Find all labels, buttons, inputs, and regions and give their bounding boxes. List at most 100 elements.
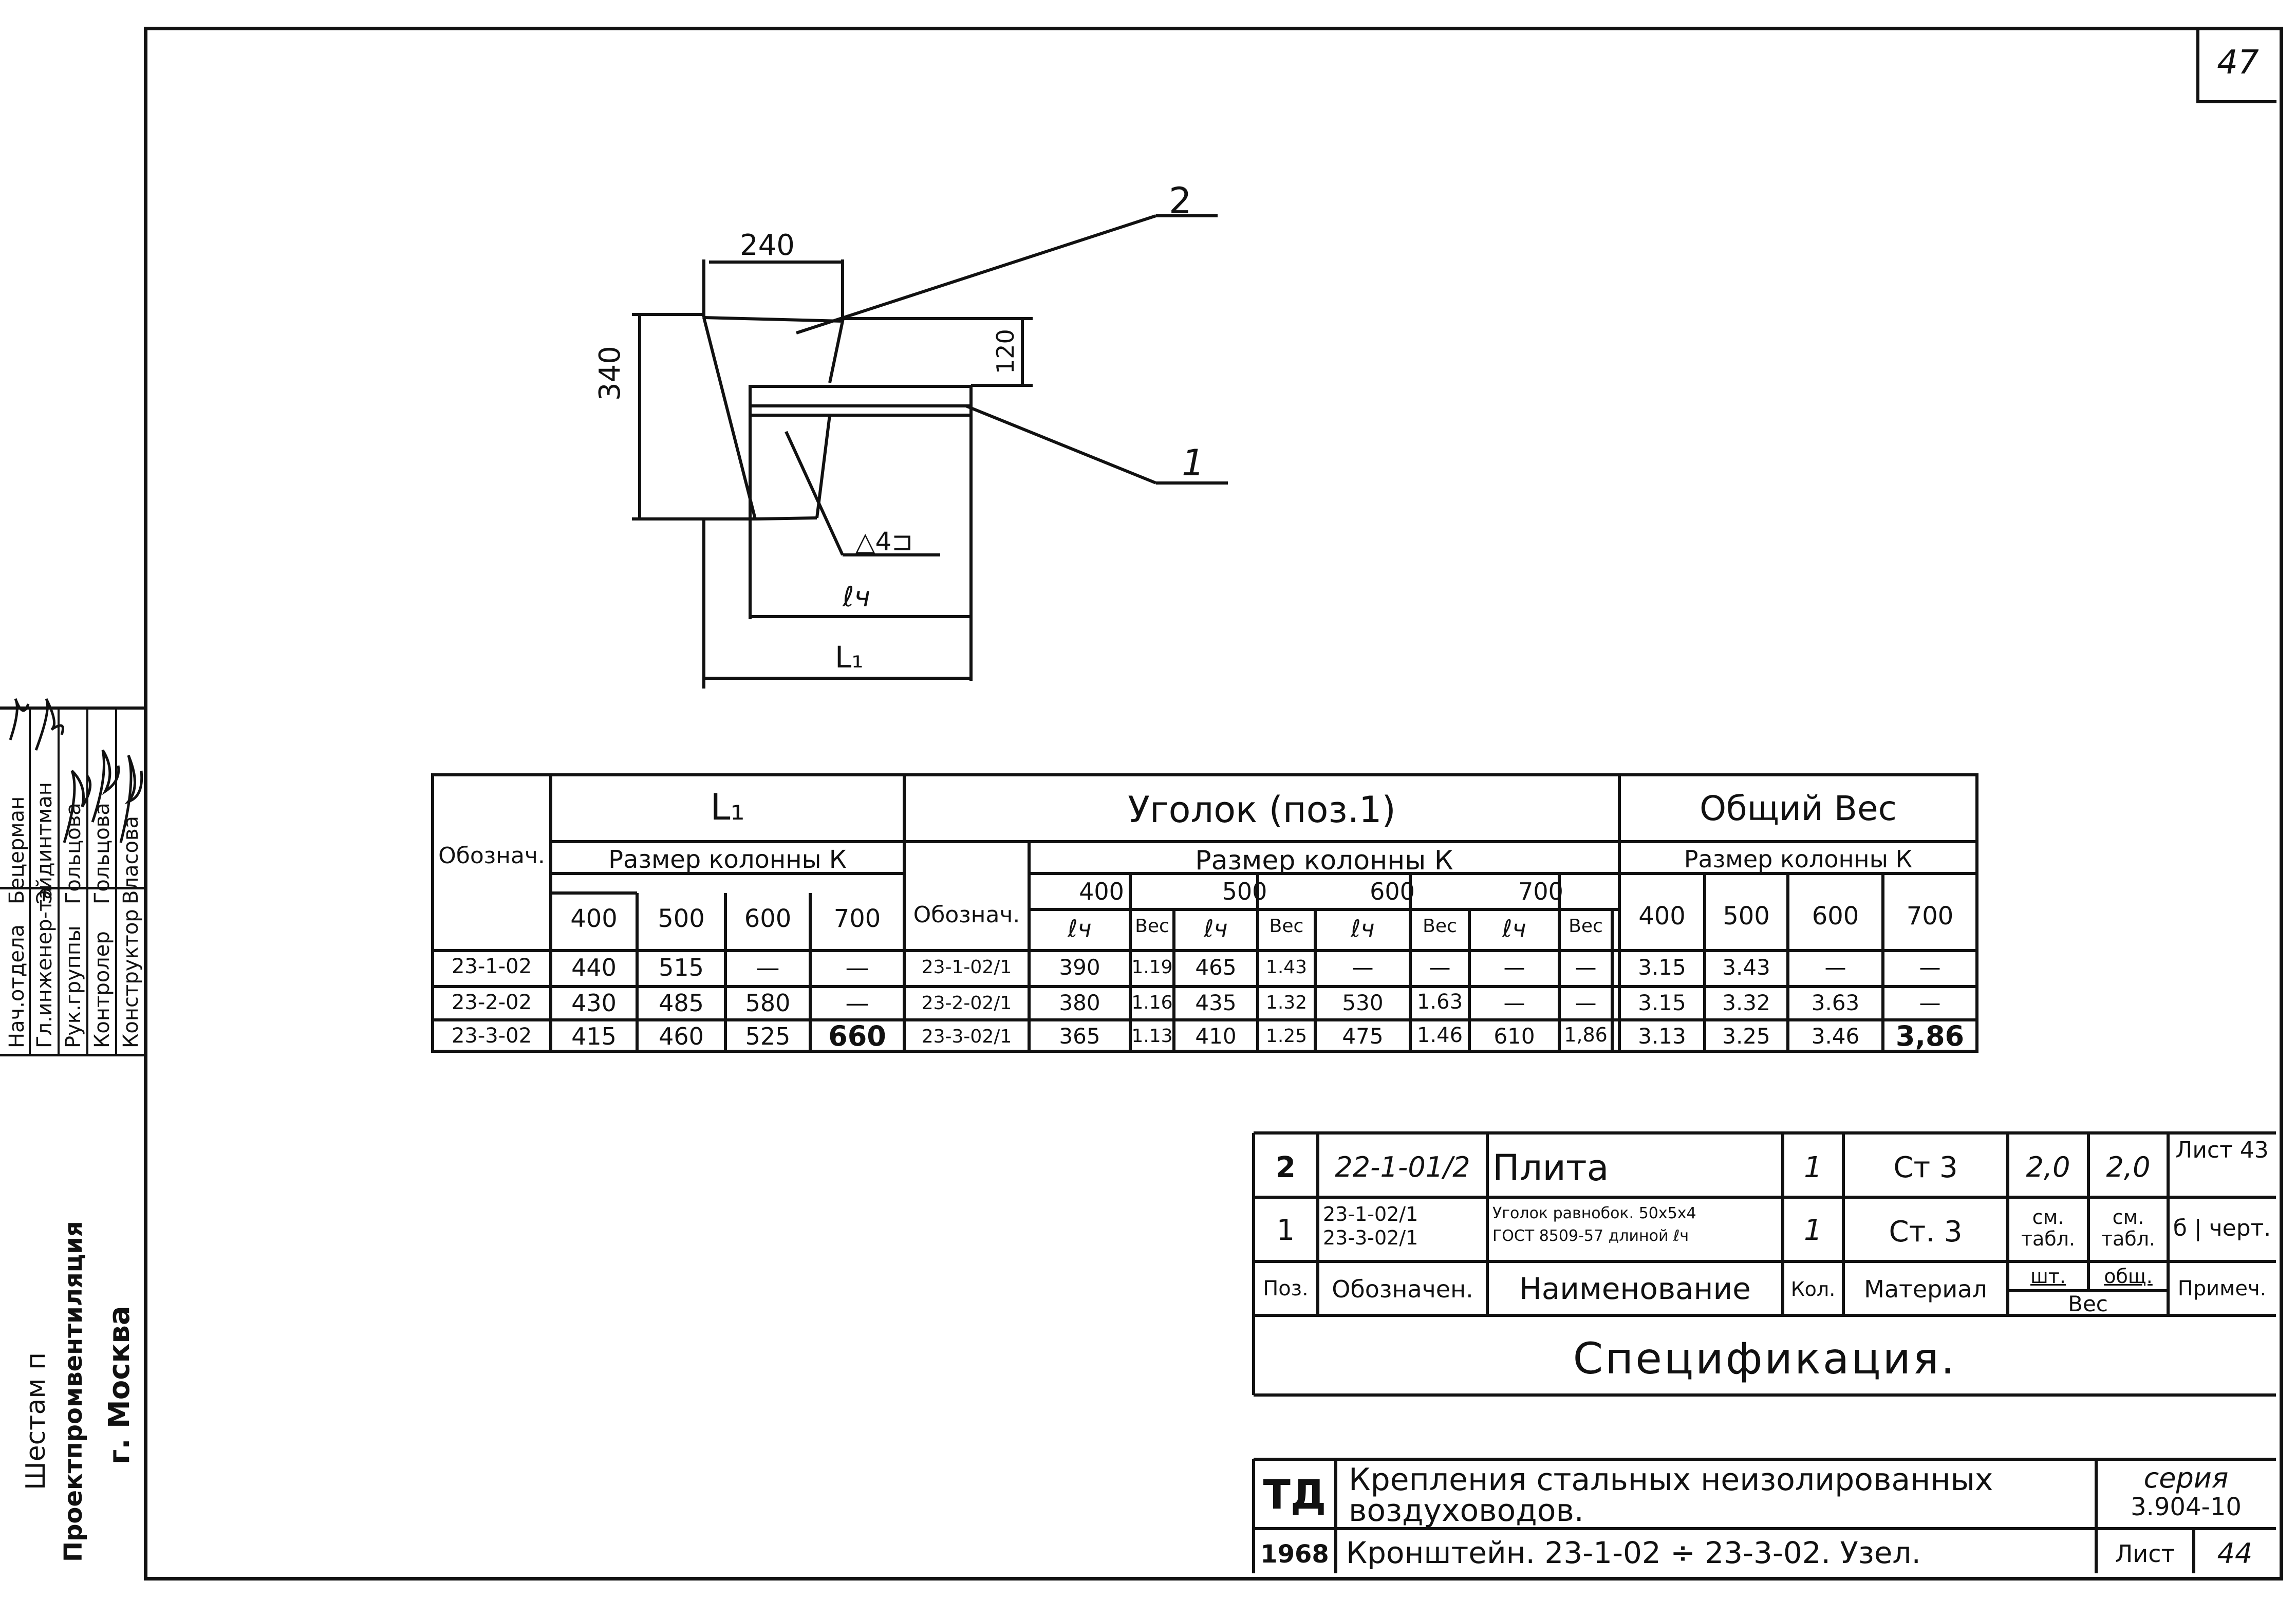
- spec-unit: см. табл.: [2021, 1206, 2076, 1250]
- table-cell: —: [1575, 955, 1597, 980]
- table-row-code: 23-3-02: [451, 1024, 532, 1048]
- spec-total: см. табл.: [2101, 1206, 2156, 1250]
- table-cell: 1.32: [1265, 992, 1308, 1013]
- tb-sheet-label: Лист: [2115, 1540, 2175, 1568]
- spec-head-material: Материал: [1864, 1275, 1987, 1303]
- total-size-400: 400: [1638, 902, 1686, 931]
- angle-group-header: Уголок (поз.1): [1128, 789, 1396, 831]
- total-sub-header: Размер колонны К: [1684, 845, 1913, 873]
- l1-size-400: 400: [570, 904, 618, 933]
- dim-width: 240: [740, 229, 795, 262]
- lch-header: ℓч: [1204, 915, 1228, 942]
- table-cell: 380: [1059, 990, 1100, 1015]
- table-cell: 525: [745, 1022, 791, 1050]
- table-cell: —: [1919, 955, 1941, 980]
- table-cell: 415: [571, 1022, 617, 1050]
- table-cell: 1.63: [1416, 990, 1463, 1014]
- table-cell: 1.43: [1265, 957, 1308, 978]
- callout-2: 2: [1169, 180, 1192, 222]
- table-cell: 365: [1059, 1024, 1100, 1049]
- spec-title: Спецификация.: [1573, 1333, 1957, 1384]
- l1-size-600: 600: [744, 904, 792, 933]
- spec-pos: 2: [1276, 1151, 1296, 1184]
- table-cell: 3.15: [1638, 955, 1686, 980]
- table-cell: 465: [1195, 955, 1237, 980]
- table-cell: 1,86: [1564, 1024, 1608, 1046]
- spec-head-qty: Кол.: [1790, 1278, 1836, 1300]
- table-cell: 1.46: [1416, 1024, 1463, 1047]
- total-size-500: 500: [1723, 902, 1770, 931]
- spec-head-total: общ.: [2104, 1265, 2153, 1288]
- spec-head-pos: Поз.: [1263, 1277, 1309, 1300]
- table-cell: 1.16: [1131, 992, 1173, 1013]
- l1-size-500: 500: [658, 904, 705, 933]
- tb-series-label: серия: [2143, 1462, 2229, 1494]
- spec-unit: 2,0: [2026, 1151, 2070, 1183]
- table-row-code: 23-2-02: [451, 991, 532, 1014]
- table-cell: 3,86: [1895, 1020, 1965, 1052]
- leader-1: [965, 404, 1157, 485]
- angle-oboznach-header: Обознач.: [913, 902, 1020, 928]
- tb-subtitle: Кронштейн. 23-1-02 ÷ 23-3-02. Узел.: [1346, 1535, 1921, 1570]
- angle-flange: [749, 385, 973, 417]
- spec-qty: 1: [1804, 1151, 1822, 1184]
- table-cell: 1.25: [1265, 1026, 1308, 1047]
- spec-head-name: Наименование: [1519, 1271, 1751, 1306]
- table-cell: —: [756, 954, 780, 981]
- ves-header: Вес: [1269, 916, 1304, 937]
- table-cell: 475: [1342, 1024, 1384, 1049]
- tb-td: ТД: [1263, 1472, 1327, 1518]
- spec-head-code: Обозначен.: [1332, 1275, 1473, 1303]
- total-group-header: Общий Вес: [1700, 789, 1897, 828]
- tb-year: 1968: [1260, 1540, 1329, 1569]
- spec-qty: 1: [1804, 1214, 1822, 1247]
- table-cell: 3.63: [1811, 990, 1860, 1015]
- lch-header: ℓч: [1351, 915, 1375, 942]
- table-cell: 660: [828, 1020, 886, 1052]
- spec-head-note: Примеч.: [2177, 1277, 2267, 1300]
- callout-1: 1: [1182, 442, 1205, 484]
- table-cell: 460: [659, 1022, 704, 1050]
- table-cell: —: [1429, 955, 1451, 980]
- angle-size-500: 500: [1222, 878, 1267, 905]
- table-cell: 3.32: [1722, 990, 1770, 1015]
- spec-head-unit: шт.: [2030, 1265, 2066, 1288]
- table-cell: 515: [659, 954, 704, 981]
- l1-size-700: 700: [833, 904, 881, 933]
- table-row-code: 23-2-02/1: [921, 993, 1012, 1014]
- table-cell: —: [1352, 955, 1374, 980]
- spec-name: Уголок равнобок. 50х5х4 ГОСТ 8509-57 дли…: [1492, 1204, 1696, 1245]
- angle-size-700: 700: [1518, 878, 1563, 905]
- l1-sub-header: Размер колонны К: [608, 845, 847, 874]
- weld-note: △4⊐: [855, 527, 913, 556]
- table-cell: 435: [1195, 990, 1237, 1015]
- angle-size-600: 600: [1370, 878, 1415, 905]
- spec-note: б | черт.: [2173, 1215, 2271, 1241]
- dim-l1: L₁: [835, 640, 864, 675]
- spec-code: 23-1-02/1 23-3-02/1: [1323, 1203, 1418, 1249]
- table-cell: 610: [1494, 1024, 1535, 1049]
- tb-series: 3.904-10: [2131, 1493, 2242, 1521]
- bracket-plate-left-edge: [702, 317, 757, 519]
- tb-name: Крепления стальных неизолированных возду…: [1349, 1462, 1993, 1529]
- table-cell: —: [845, 989, 869, 1017]
- table-cell: 430: [571, 989, 617, 1017]
- spec-head-weight: Вес: [2068, 1291, 2108, 1316]
- stamp-org-1: Шестам п: [21, 1352, 51, 1490]
- table-cell: 3.13: [1638, 1024, 1686, 1049]
- sheet-number-box: 47: [2196, 28, 2276, 103]
- table-cell: 390: [1059, 955, 1100, 980]
- table-cell: —: [1824, 955, 1846, 980]
- l1-group-header: L₁: [710, 786, 745, 828]
- table-cell: 440: [571, 954, 617, 981]
- stamp-org-2: Проектпромвентиляция: [59, 1221, 88, 1562]
- total-size-600: 600: [1812, 902, 1859, 931]
- table-row-code: 23-3-02/1: [921, 1026, 1012, 1047]
- ves-header: Вес: [1569, 916, 1603, 937]
- table-cell: —: [845, 954, 869, 981]
- lch-header: ℓч: [1502, 915, 1526, 942]
- ves-header: Вес: [1423, 916, 1457, 937]
